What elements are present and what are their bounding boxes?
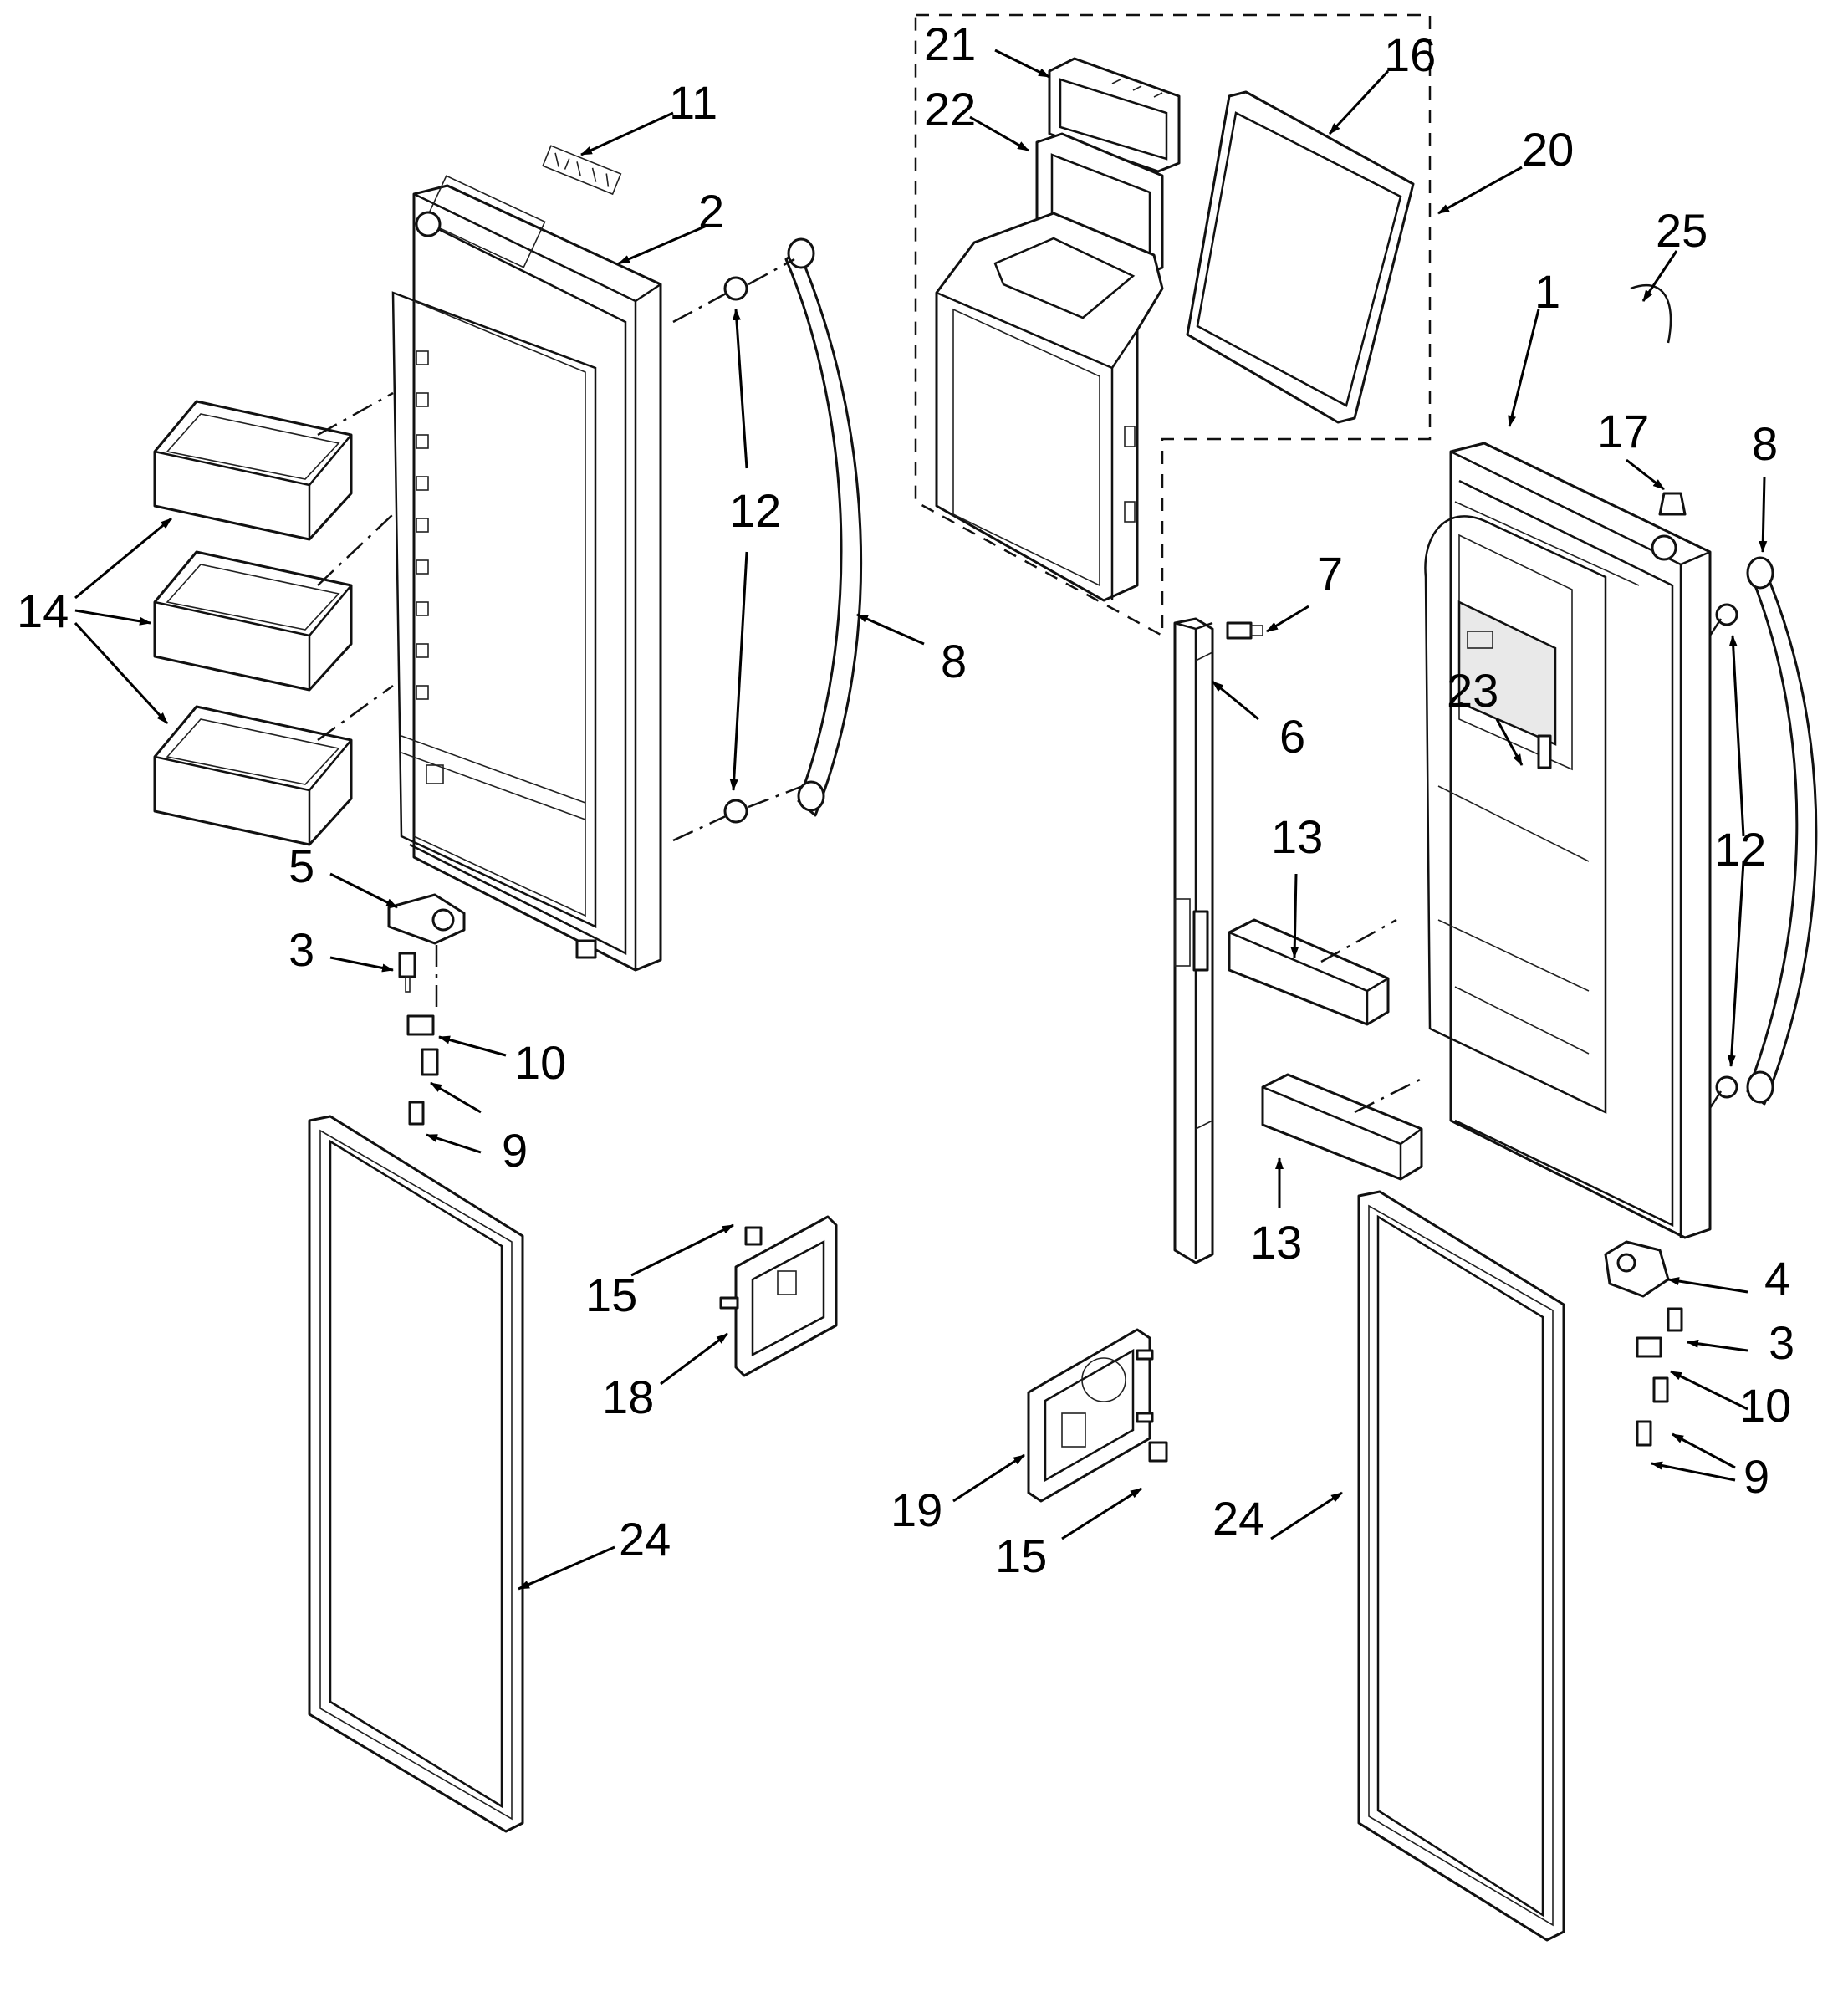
callout-17: 17 xyxy=(1597,405,1649,457)
callout-24-left: 24 xyxy=(619,1513,671,1565)
right-hinge-parts xyxy=(1604,1240,1683,1447)
callout-12-left: 12 xyxy=(729,484,781,537)
left-door xyxy=(391,175,662,972)
callout-15-right: 15 xyxy=(995,1530,1047,1582)
control-board xyxy=(1027,1328,1168,1503)
door-bin-slots xyxy=(416,350,429,700)
callout-20: 20 xyxy=(1522,123,1574,176)
callout-2: 2 xyxy=(698,185,724,237)
door-bins xyxy=(153,391,394,846)
switch-module xyxy=(719,1215,838,1377)
door-shelf-upper xyxy=(1228,918,1397,1026)
callout-11: 11 xyxy=(669,76,717,129)
callout-3-right: 3 xyxy=(1769,1316,1794,1369)
dispenser-assembly xyxy=(914,13,1432,638)
callout-8-left: 8 xyxy=(941,635,967,687)
callout-25: 25 xyxy=(1656,204,1708,257)
callout-10-left: 10 xyxy=(514,1036,566,1089)
callout-22: 22 xyxy=(924,83,976,135)
callout-15-left: 15 xyxy=(585,1269,637,1321)
door-bin-top xyxy=(153,400,353,541)
cap-and-tube xyxy=(1630,283,1687,516)
left-handle xyxy=(672,237,863,842)
callout-18: 18 xyxy=(602,1371,654,1423)
callout-10-right: 10 xyxy=(1739,1379,1791,1432)
door-bin-middle xyxy=(153,550,353,692)
callout-9-right: 9 xyxy=(1743,1450,1769,1503)
callout-23: 23 xyxy=(1447,664,1498,717)
callout-12-right: 12 xyxy=(1714,823,1766,876)
callout-labels: 11 2 12 8 14 5 3 10 9 24 15 18 21 22 16 … xyxy=(17,18,1794,1582)
callout-9-left: 9 xyxy=(502,1124,528,1177)
left-hinge-parts xyxy=(387,893,466,1126)
callout-21: 21 xyxy=(924,18,976,70)
callout-13-upper: 13 xyxy=(1271,810,1323,863)
callout-8-right: 8 xyxy=(1752,417,1778,470)
right-door-gasket xyxy=(1357,1190,1565,1942)
right-door xyxy=(1424,442,1712,1239)
callout-19: 19 xyxy=(891,1484,942,1536)
left-door-gasket xyxy=(308,1115,524,1833)
door-shelf-lower xyxy=(1261,1073,1423,1181)
callout-16: 16 xyxy=(1384,28,1436,81)
door-shelves xyxy=(1228,918,1423,1181)
logo-badge xyxy=(542,145,622,196)
callout-14: 14 xyxy=(17,585,69,637)
center-mullion xyxy=(1173,617,1263,1264)
callout-5: 5 xyxy=(288,840,314,892)
door-bin-bottom xyxy=(153,705,353,846)
callout-13-lower: 13 xyxy=(1250,1216,1302,1269)
callout-24-right: 24 xyxy=(1212,1492,1264,1545)
callout-6: 6 xyxy=(1279,710,1305,763)
callout-7: 7 xyxy=(1317,547,1343,600)
callout-4: 4 xyxy=(1764,1252,1790,1305)
right-handle xyxy=(1708,556,1818,1109)
leader-arrows xyxy=(74,49,1768,1591)
callout-3-left: 3 xyxy=(288,923,314,976)
callout-1: 1 xyxy=(1534,265,1560,318)
